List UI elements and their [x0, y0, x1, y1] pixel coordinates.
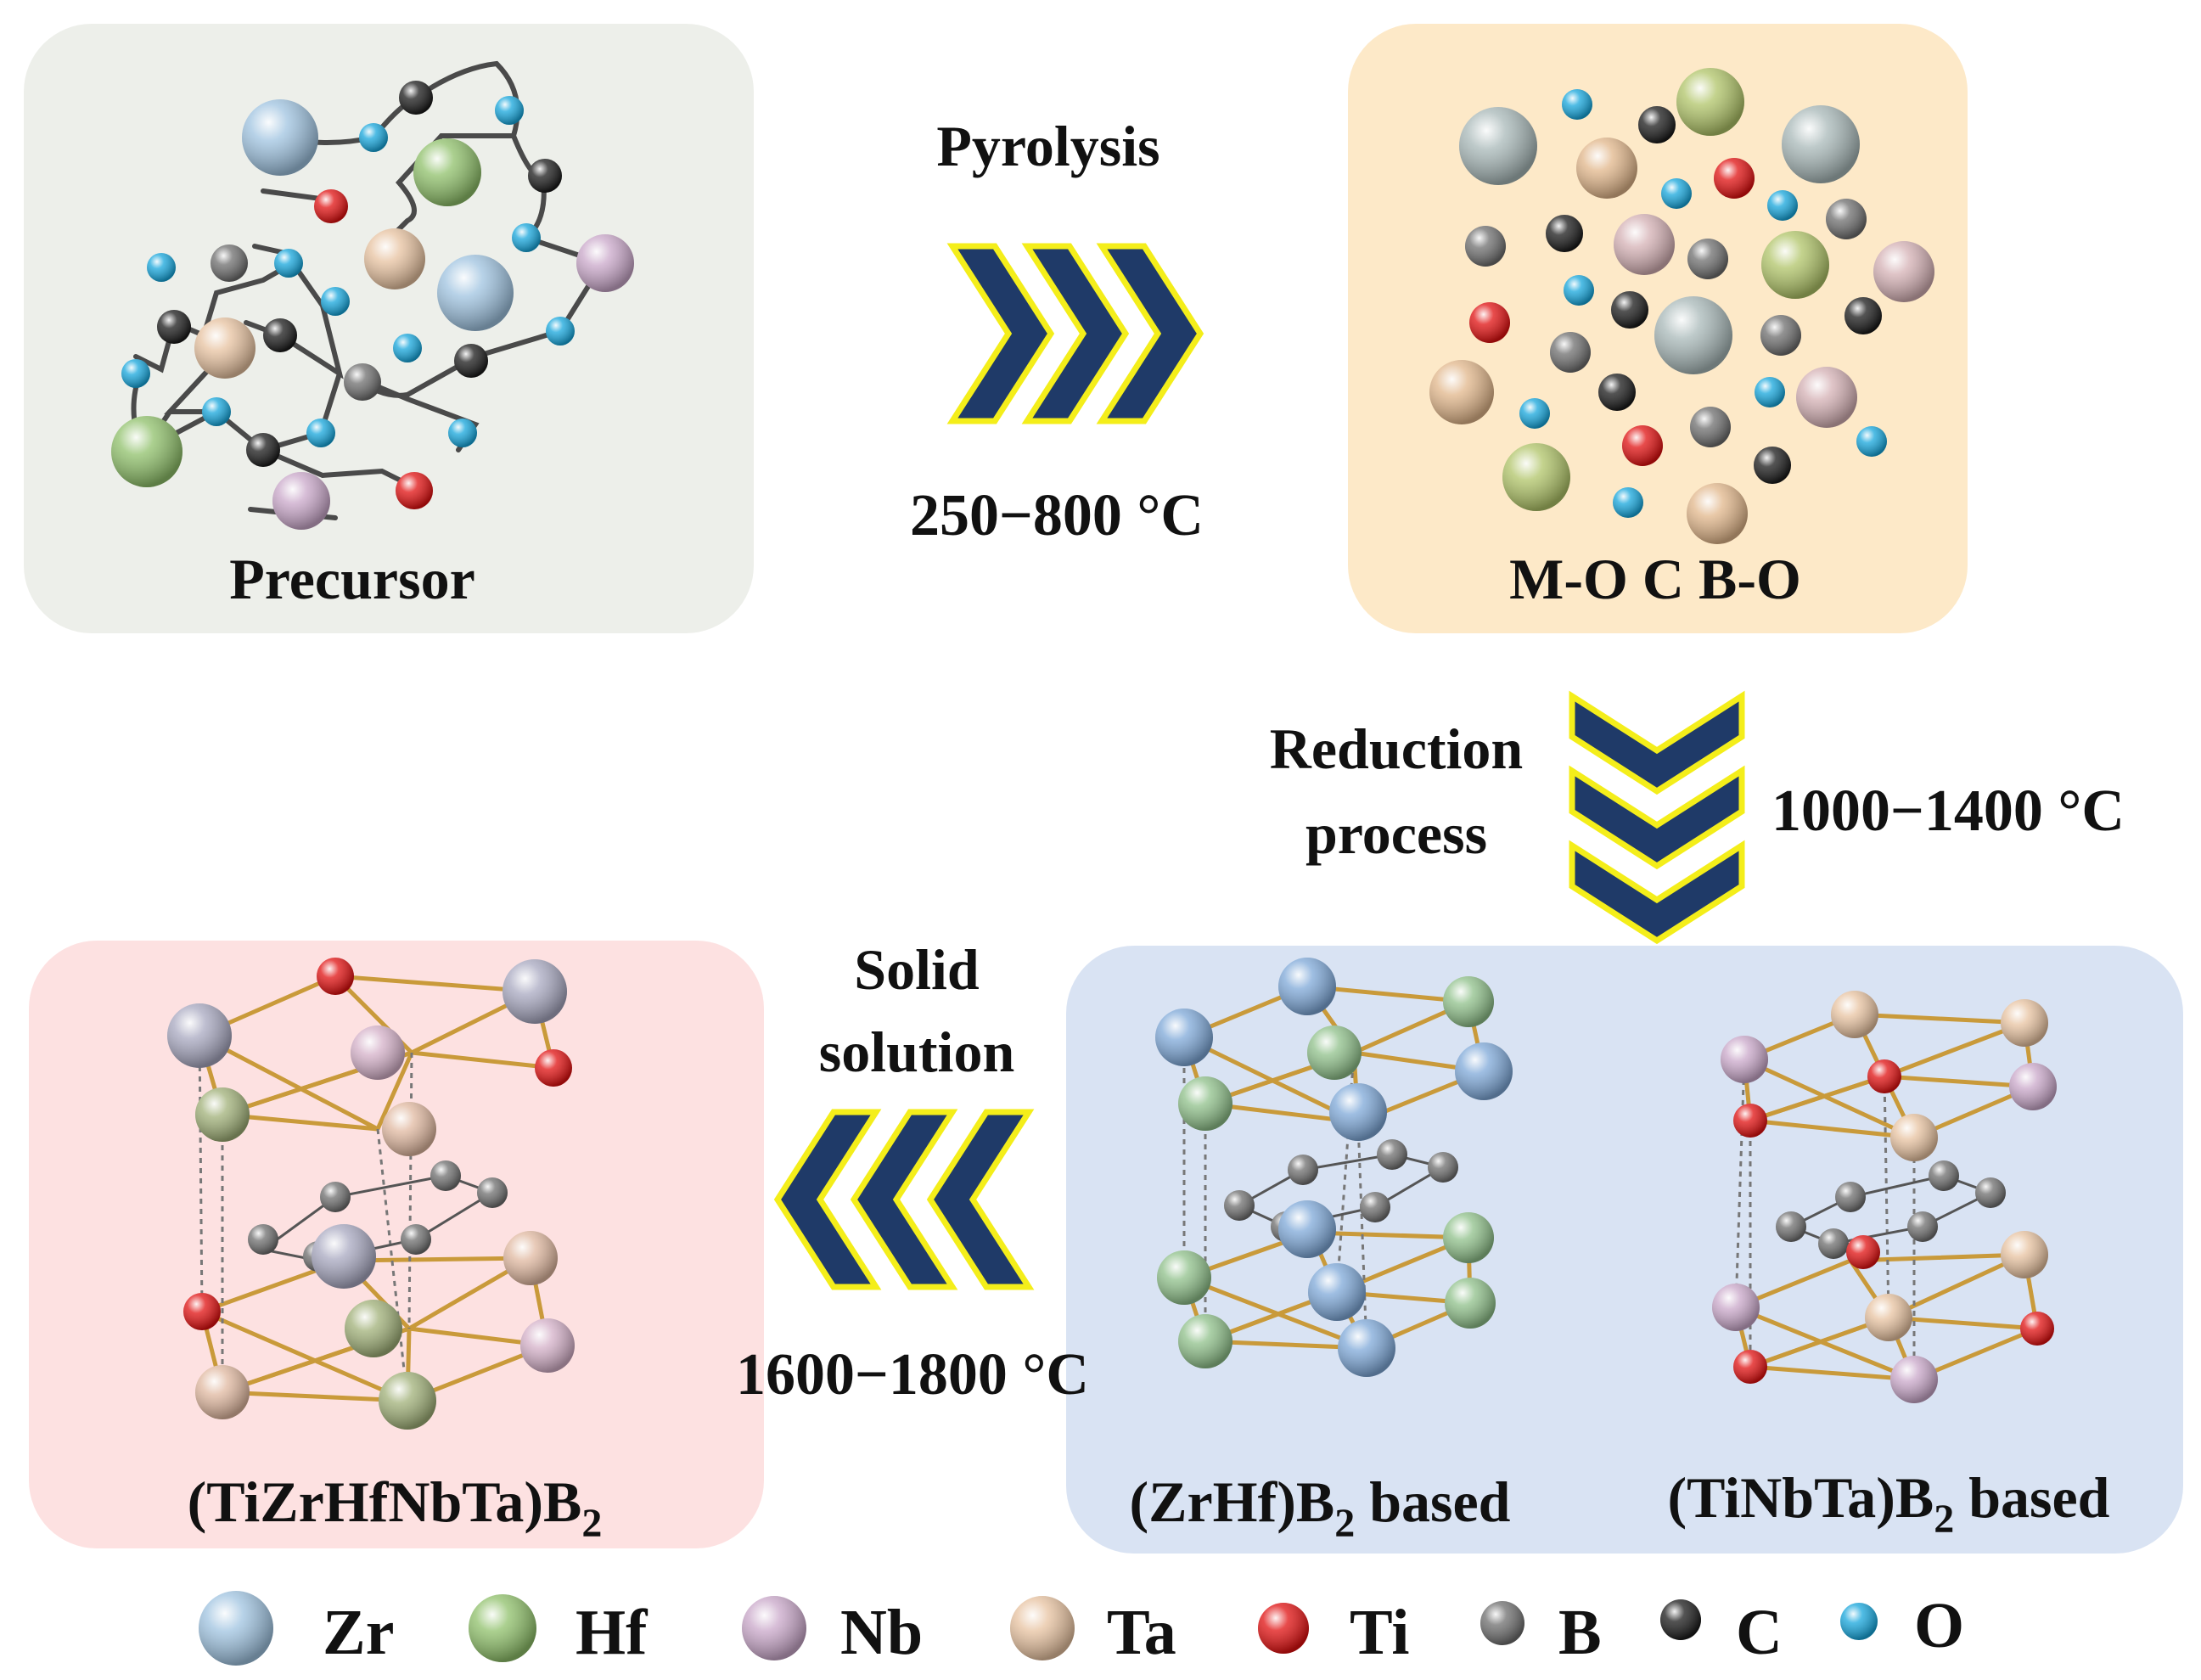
legend-label-b: B	[1558, 1597, 1602, 1668]
zrhf-label: (ZrHf)B2 based	[1130, 1469, 1511, 1546]
precursor-label: Precursor	[229, 547, 475, 611]
precursor-atoms	[111, 81, 634, 530]
precursor-panel	[24, 24, 754, 633]
reduction-label-line2: process	[1305, 801, 1487, 866]
zrhf-crystal	[1155, 958, 1513, 1377]
reduction-label-line1: Reduction	[1270, 716, 1523, 781]
intermediate-label: M-O C B-O	[1509, 547, 1801, 611]
reduction-arrows	[1569, 690, 1745, 945]
tinbta-label: (TiNbTa)B2 based	[1668, 1465, 2110, 1542]
reduction-temperature: 1000−1400 °C	[1771, 778, 2125, 844]
pyrolysis-arrows	[946, 243, 1204, 424]
legend-label-zr: Zr	[323, 1597, 394, 1668]
legend-label-ti: Ti	[1350, 1597, 1409, 1668]
high-entropy-label: (TiZrHfNbTa)B2	[188, 1469, 603, 1546]
legend-item-hf: Hf	[469, 1594, 649, 1668]
pyrolysis-label: Pyrolysis	[936, 114, 1159, 178]
legend-item-nb: Nb	[742, 1596, 923, 1668]
legend-label-o: O	[1914, 1590, 1964, 1661]
legend-label-c: C	[1736, 1597, 1783, 1668]
legend-label-ta: Ta	[1107, 1597, 1176, 1668]
legend-item-ta: Ta	[1010, 1596, 1176, 1668]
legend-item-b: B	[1480, 1597, 1602, 1668]
solid-solution-label-line2: solution	[819, 1020, 1015, 1084]
legend-label-hf: Hf	[576, 1597, 649, 1668]
legend-item-zr: Zr	[199, 1591, 394, 1668]
legend-item-c: C	[1660, 1597, 1783, 1668]
solid-solution-label-line1: Solid	[854, 937, 980, 1002]
legend-item-o: O	[1840, 1590, 1964, 1661]
legend-label-nb: Nb	[840, 1597, 923, 1668]
legend: Zr Hf Nb Ta Ti B C O	[199, 1590, 1964, 1668]
tinbta-crystal	[1712, 991, 2057, 1403]
pyrolysis-temperature: 250−800 °C	[910, 483, 1204, 548]
intermediate-atoms	[1429, 68, 1934, 544]
solid-solution-temperature: 1600−1800 °C	[736, 1342, 1089, 1407]
legend-item-ti: Ti	[1258, 1597, 1409, 1668]
high-entropy-crystal	[167, 958, 575, 1430]
solid-solution-arrows	[773, 1109, 1035, 1290]
